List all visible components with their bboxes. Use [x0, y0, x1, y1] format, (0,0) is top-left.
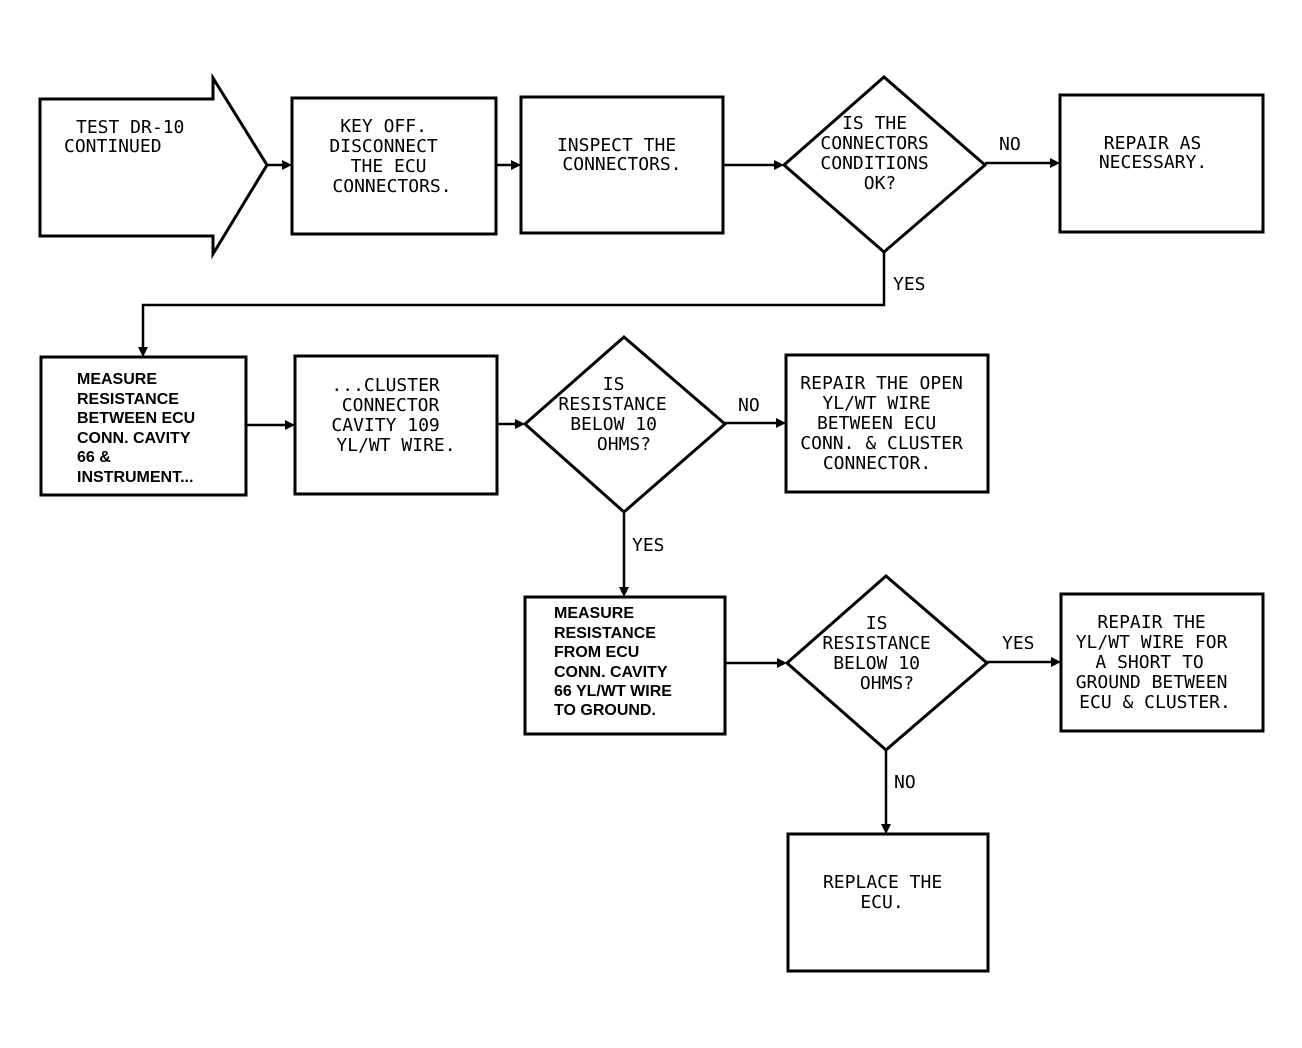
key-off-text: KEY OFF. DISCONNECT THE ECU CONNECTORS. — [329, 116, 451, 197]
resistance-decision-2-text: IS RESISTANCE BELOW 10 OHMS? — [822, 613, 941, 694]
resistance2-yes-label: YES — [1002, 633, 1035, 654]
measure-between-text: MEASURE RESISTANCE BETWEEN ECU CONN. CAV… — [77, 371, 200, 486]
connectors-no-label: NO — [999, 134, 1021, 155]
arrowhead — [776, 418, 786, 428]
start-arrow-shape — [38, 72, 269, 260]
replace-ecu-box — [786, 832, 990, 973]
arrowhead — [285, 420, 295, 430]
arrowhead — [511, 160, 521, 170]
resistance1-no-label: NO — [738, 395, 760, 416]
connectors-decision-text: IS THE CONNECTORS CONDITIONS OK? — [820, 113, 939, 194]
connectors-yes-label: YES — [893, 274, 926, 295]
measure-to-ground-text: MEASURE RESISTANCE FROM ECU CONN. CAVITY… — [554, 605, 676, 719]
arrowhead — [777, 658, 787, 668]
repair-as-necessary-text: REPAIR AS NECESSARY. — [1099, 133, 1212, 173]
arrowhead — [282, 160, 292, 170]
key-off-box — [290, 96, 498, 236]
edge-decision-yes — [141, 252, 886, 349]
arrowhead — [619, 587, 629, 597]
arrowhead — [138, 347, 148, 357]
start-text: TEST DR-10 CONTINUED — [64, 117, 195, 157]
resistance1-yes-label: YES — [632, 535, 665, 556]
repair-open-text: REPAIR THE OPEN YL/WT WIRE BETWEEN ECU C… — [800, 373, 973, 474]
repair-short-box — [1059, 592, 1265, 733]
resistance-decision-1-text: IS RESISTANCE BELOW 10 OHMS? — [558, 374, 677, 455]
resistance2-no-label: NO — [894, 772, 916, 793]
arrowhead — [881, 824, 891, 834]
measure-between-box — [39, 355, 248, 497]
arrowhead — [774, 160, 784, 170]
arrowhead — [1050, 158, 1060, 168]
arrowhead — [1051, 657, 1061, 667]
replace-ecu-text: REPLACE THE ECU. — [823, 872, 953, 913]
measure-to-ground-box — [523, 595, 727, 736]
cluster-connector-text: ...CLUSTER CONNECTOR CAVITY 109 YL/WT WI… — [331, 375, 455, 456]
repair-as-necessary-box — [1058, 93, 1265, 234]
inspect-box — [519, 95, 725, 235]
repair-short-text: REPAIR THE YL/WT WIRE FOR A SHORT TO GRO… — [1076, 612, 1239, 713]
arrowhead — [515, 419, 525, 429]
repair-open-box — [784, 353, 990, 494]
inspect-text: INSPECT THE CONNECTORS. — [557, 135, 687, 175]
